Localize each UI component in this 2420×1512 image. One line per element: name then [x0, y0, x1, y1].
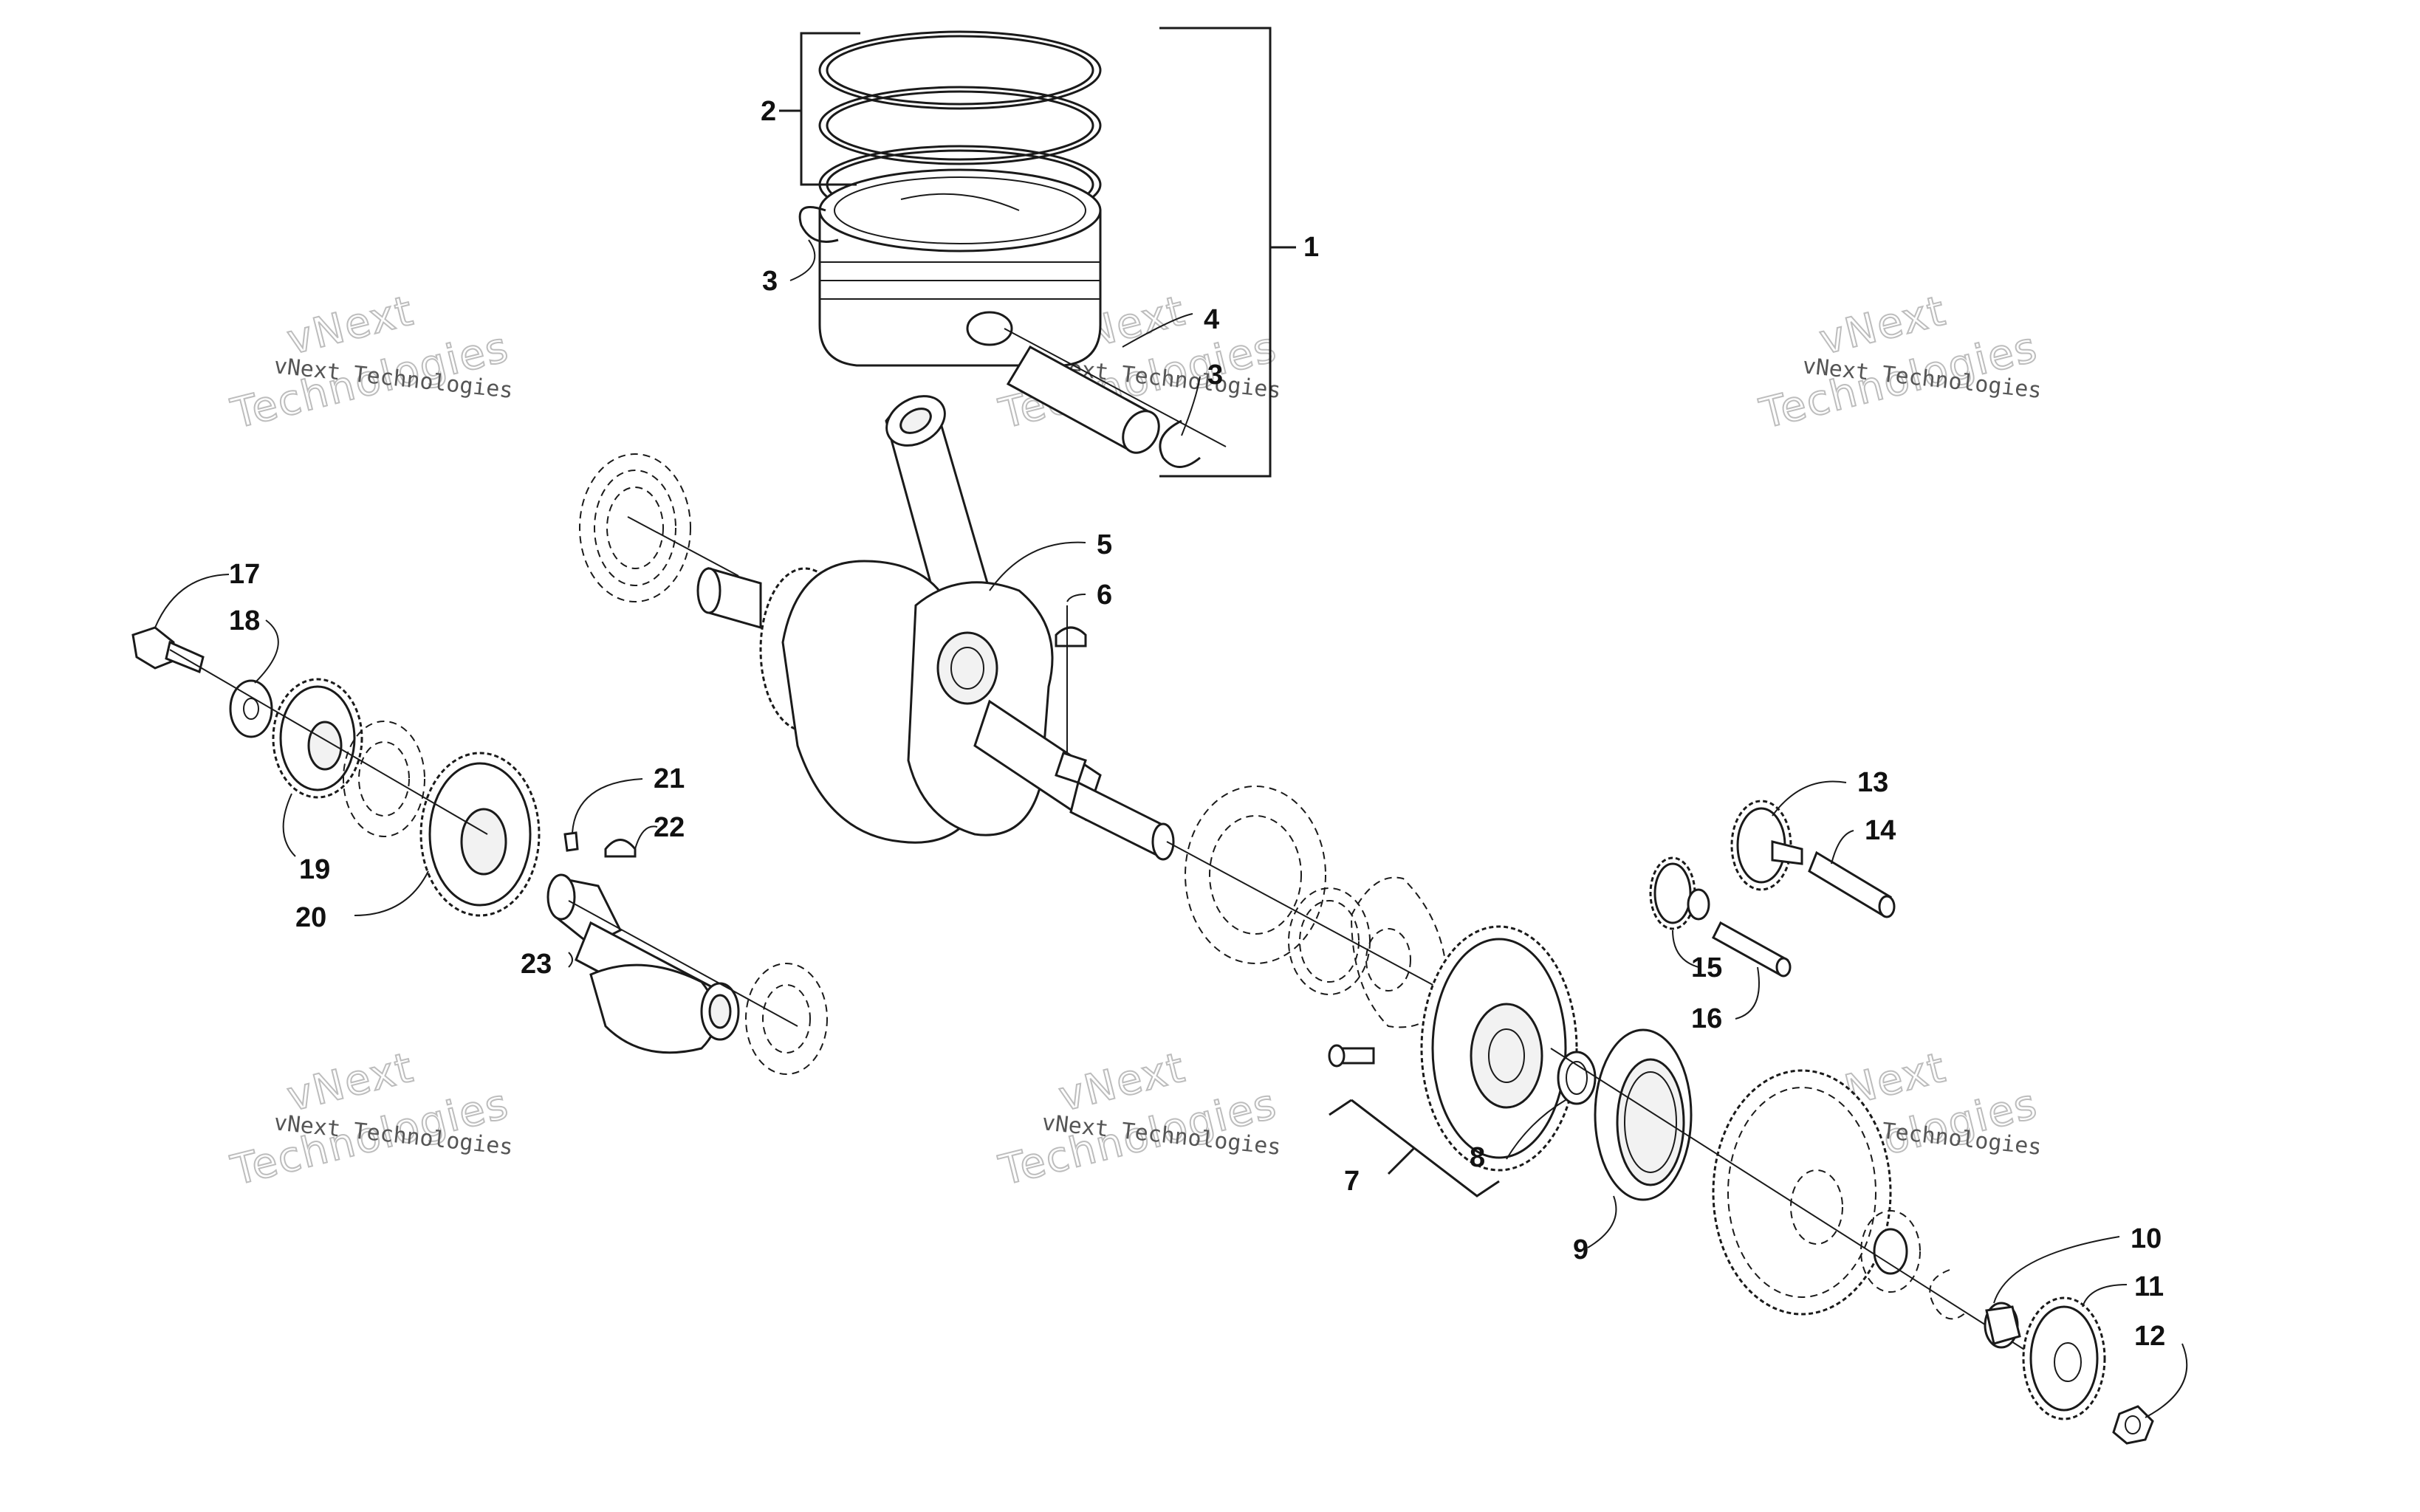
idler-gear-15 [1649, 856, 1710, 930]
callout-labels: 1 2 3 3 4 5 6 7 8 9 10 11 12 13 14 15 16… [229, 96, 2165, 1352]
connecting-rod [885, 395, 991, 611]
bolt [131, 626, 205, 674]
callout-2: 2 [761, 96, 776, 127]
callout-10: 10 [2131, 1223, 2162, 1254]
bracket-2 [800, 32, 860, 186]
needle-bearing [1557, 1051, 1597, 1105]
bracket-1 [1159, 27, 1272, 478]
callout-13: 13 [1857, 767, 1888, 798]
callout-16: 16 [1691, 1003, 1722, 1034]
callout-19: 19 [299, 854, 330, 885]
shaft-16 [1712, 921, 1792, 977]
flange-nut [2112, 1405, 2154, 1445]
watermark-bottom-left: vNext Technologies vNext Technologies [226, 1043, 515, 1196]
callout-3a: 3 [762, 266, 778, 297]
callout-8: 8 [1470, 1142, 1485, 1173]
one-way-clutch [1594, 1028, 1693, 1201]
piston [818, 168, 1102, 367]
crankshaft [696, 560, 1175, 861]
callout-12: 12 [2134, 1321, 2165, 1352]
balancer-bearing-right [745, 963, 828, 1075]
callout-4: 4 [1204, 304, 1219, 335]
watermark-top-right: vNext Technologies vNext Technologies [1755, 286, 2043, 439]
callout-15: 15 [1691, 952, 1722, 983]
callout-7: 7 [1344, 1166, 1360, 1197]
pin-21 [563, 831, 579, 852]
screw [1328, 1044, 1375, 1068]
balancer-gear-20 [419, 752, 541, 917]
callout-22: 22 [654, 812, 685, 843]
watermark-top-left: vNext Technologies vNext Technologies [226, 286, 515, 439]
callout-21: 21 [654, 763, 685, 794]
circlip-left [798, 206, 839, 243]
collar-nut [1984, 1302, 2021, 1349]
drive-gear-19 [272, 678, 363, 799]
bracket-7 [1329, 1099, 1500, 1197]
left-main-bearing [579, 453, 691, 602]
starter-gear [1420, 925, 1578, 1172]
balancer-shaft [546, 873, 740, 1054]
callout-1: 1 [1303, 232, 1319, 263]
callout-23: 23 [521, 949, 552, 980]
callout-5: 5 [1097, 529, 1112, 560]
flywheel-bearing [1860, 1210, 1921, 1293]
callout-14: 14 [1865, 815, 1896, 846]
callout-11: 11 [2134, 1271, 2164, 1302]
idler-gear-13 [1730, 800, 1803, 891]
circlip-flywheel [1929, 1269, 1969, 1320]
piston-pin [1004, 328, 1227, 454]
callout-3b: 3 [1207, 360, 1223, 391]
drive-gear-right [2022, 1296, 2106, 1420]
shaft-14 [1808, 850, 1896, 918]
watermark-bottom-center: vNext Technologies vNext Technologies [994, 1043, 1283, 1196]
callout-20: 20 [295, 902, 326, 933]
right-main-bearing [1185, 786, 1326, 964]
circlip-right [1159, 419, 1201, 468]
flywheel [1712, 1069, 1892, 1316]
woodruff-key [1055, 626, 1087, 647]
callout-9: 9 [1573, 1234, 1588, 1265]
balancer-bearing-left [343, 721, 425, 837]
callout-17: 17 [229, 559, 260, 590]
key-22 [604, 839, 637, 858]
callout-6: 6 [1097, 580, 1112, 611]
callout-18: 18 [229, 605, 260, 636]
